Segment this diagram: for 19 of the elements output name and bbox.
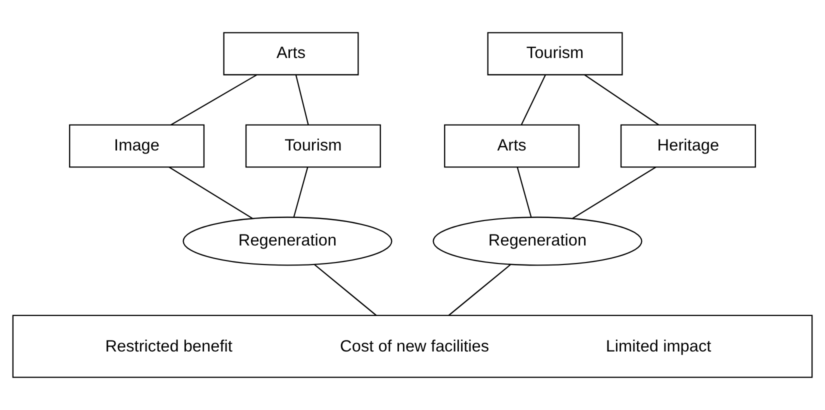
connector	[516, 167, 532, 218]
node-box: Image	[69, 124, 205, 168]
connector	[584, 74, 660, 126]
connector	[572, 166, 656, 220]
node-box: Tourism	[487, 32, 623, 76]
node-box: Heritage	[620, 124, 756, 168]
connector	[295, 74, 309, 126]
connector	[448, 264, 512, 316]
node-box: Restricted benefit Cost of new facilities Limited impact	[12, 314, 813, 378]
connector	[314, 264, 377, 316]
connector	[170, 74, 258, 126]
node-ellipse: Regeneration	[432, 216, 642, 266]
node-ellipse: Regeneration	[182, 216, 392, 266]
connector	[168, 166, 253, 220]
node-box: Arts	[444, 124, 580, 168]
node-box: Tourism	[245, 124, 381, 168]
node-box: Arts	[223, 32, 359, 76]
connector	[293, 167, 308, 218]
connector	[520, 74, 546, 126]
